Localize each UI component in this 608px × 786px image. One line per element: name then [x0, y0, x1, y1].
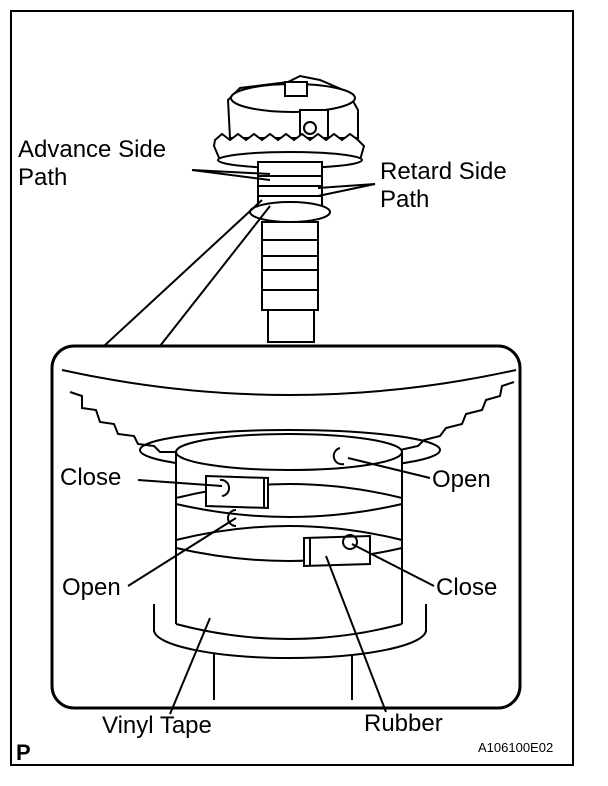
advance-side-path-line2: Path — [18, 164, 68, 191]
corner-mark: P — [16, 740, 31, 765]
oil-path-journal — [249, 161, 331, 223]
detail-drawing — [61, 369, 517, 700]
leader-lines-upper — [103, 169, 376, 347]
figure-code: A106100E02 — [478, 740, 554, 755]
open-label-right: Open — [432, 466, 491, 493]
retard-side-path-line1: Retard Side — [380, 158, 507, 185]
close-label-right: Close — [436, 574, 498, 601]
retard-side-path-line2: Path — [380, 186, 430, 213]
figure-frame — [10, 10, 574, 766]
close-label-left: Close — [60, 464, 122, 491]
leader-lines-detail — [127, 457, 435, 715]
rubber-label: Rubber — [364, 710, 443, 737]
advance-side-path-line1: Advance Side — [18, 136, 167, 163]
vinyl-tape-label: Vinyl Tape — [102, 712, 212, 739]
open-label-left: Open — [62, 574, 121, 601]
retard-side-path-label: Retard Side Path — [380, 158, 507, 214]
vvt-controller-body — [226, 74, 359, 139]
camshaft-upper — [261, 221, 319, 343]
timing-sprocket — [212, 132, 366, 169]
advance-side-path-label: Advance Side Path — [18, 136, 166, 192]
